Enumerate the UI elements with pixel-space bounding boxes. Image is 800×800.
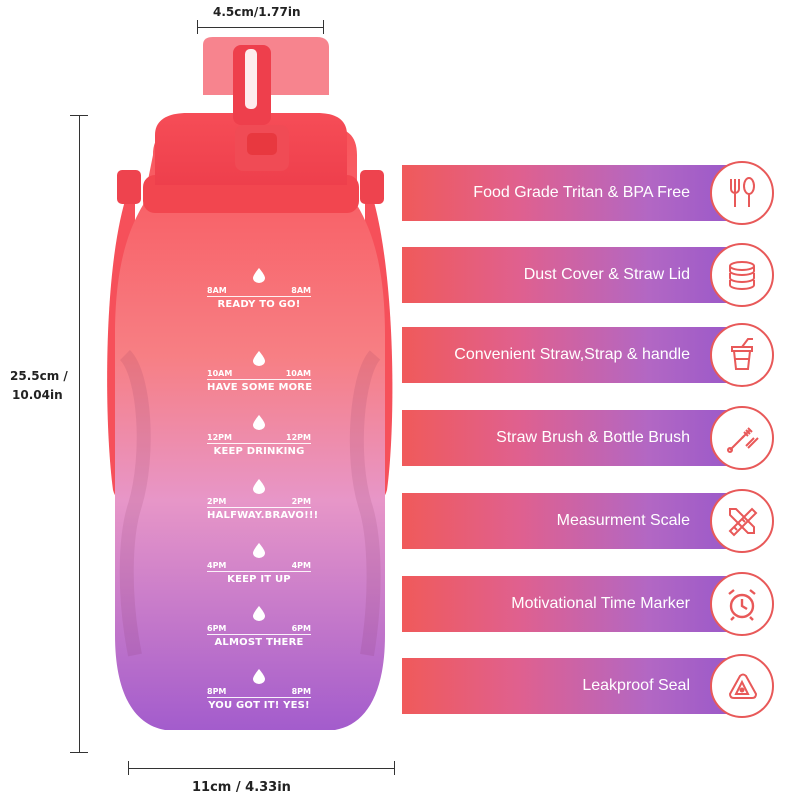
feature-bar-lid: Dust Cover & Straw Lid bbox=[402, 247, 732, 303]
cup-straw-icon bbox=[710, 323, 774, 387]
feature-label-tritan: Food Grade Tritan & BPA Free bbox=[473, 184, 690, 201]
feature-label-scale: Measurment Scale bbox=[556, 512, 690, 529]
feature-label-brush: Straw Brush & Bottle Brush bbox=[496, 429, 690, 446]
bottom-width-tick-left bbox=[128, 761, 129, 775]
lid-stack-icon bbox=[710, 243, 774, 307]
height-tick-bottom bbox=[70, 752, 88, 753]
height-label-in: 10.04in bbox=[12, 388, 63, 402]
bottom-width-tick-right bbox=[394, 761, 395, 775]
top-width-label: 4.5cm/1.77in bbox=[213, 5, 301, 19]
feature-bar-scale: Measurment Scale bbox=[402, 493, 732, 549]
bottom-width-line bbox=[128, 768, 394, 769]
seal-icon bbox=[710, 654, 774, 718]
height-label-cm: 25.5cm / bbox=[10, 368, 68, 384]
feature-bar-seal: Leakproof Seal bbox=[402, 658, 732, 714]
brush-icon bbox=[710, 406, 774, 470]
water-bottle-illustration bbox=[107, 37, 393, 730]
feature-label-straw: Convenient Straw,Strap & handle bbox=[454, 346, 690, 363]
top-width-tick-right bbox=[323, 20, 324, 34]
feature-bar-tritan: Food Grade Tritan & BPA Free bbox=[402, 165, 732, 221]
ruler-pencil-icon bbox=[710, 489, 774, 553]
height-line bbox=[79, 115, 80, 752]
feature-bar-timer: Motivational Time Marker bbox=[402, 576, 732, 632]
feature-label-lid: Dust Cover & Straw Lid bbox=[523, 266, 690, 283]
bottom-width-label: 11cm / 4.33in bbox=[192, 780, 291, 795]
utensils-icon bbox=[710, 161, 774, 225]
feature-label-timer: Motivational Time Marker bbox=[511, 595, 690, 612]
top-width-tick-left bbox=[197, 20, 198, 34]
top-width-line bbox=[197, 27, 323, 28]
feature-bar-brush: Straw Brush & Bottle Brush bbox=[402, 410, 732, 466]
feature-label-seal: Leakproof Seal bbox=[582, 677, 690, 694]
height-tick-top bbox=[70, 115, 88, 116]
alarm-clock-icon bbox=[710, 572, 774, 636]
feature-bar-straw: Convenient Straw,Strap & handle bbox=[402, 327, 732, 383]
